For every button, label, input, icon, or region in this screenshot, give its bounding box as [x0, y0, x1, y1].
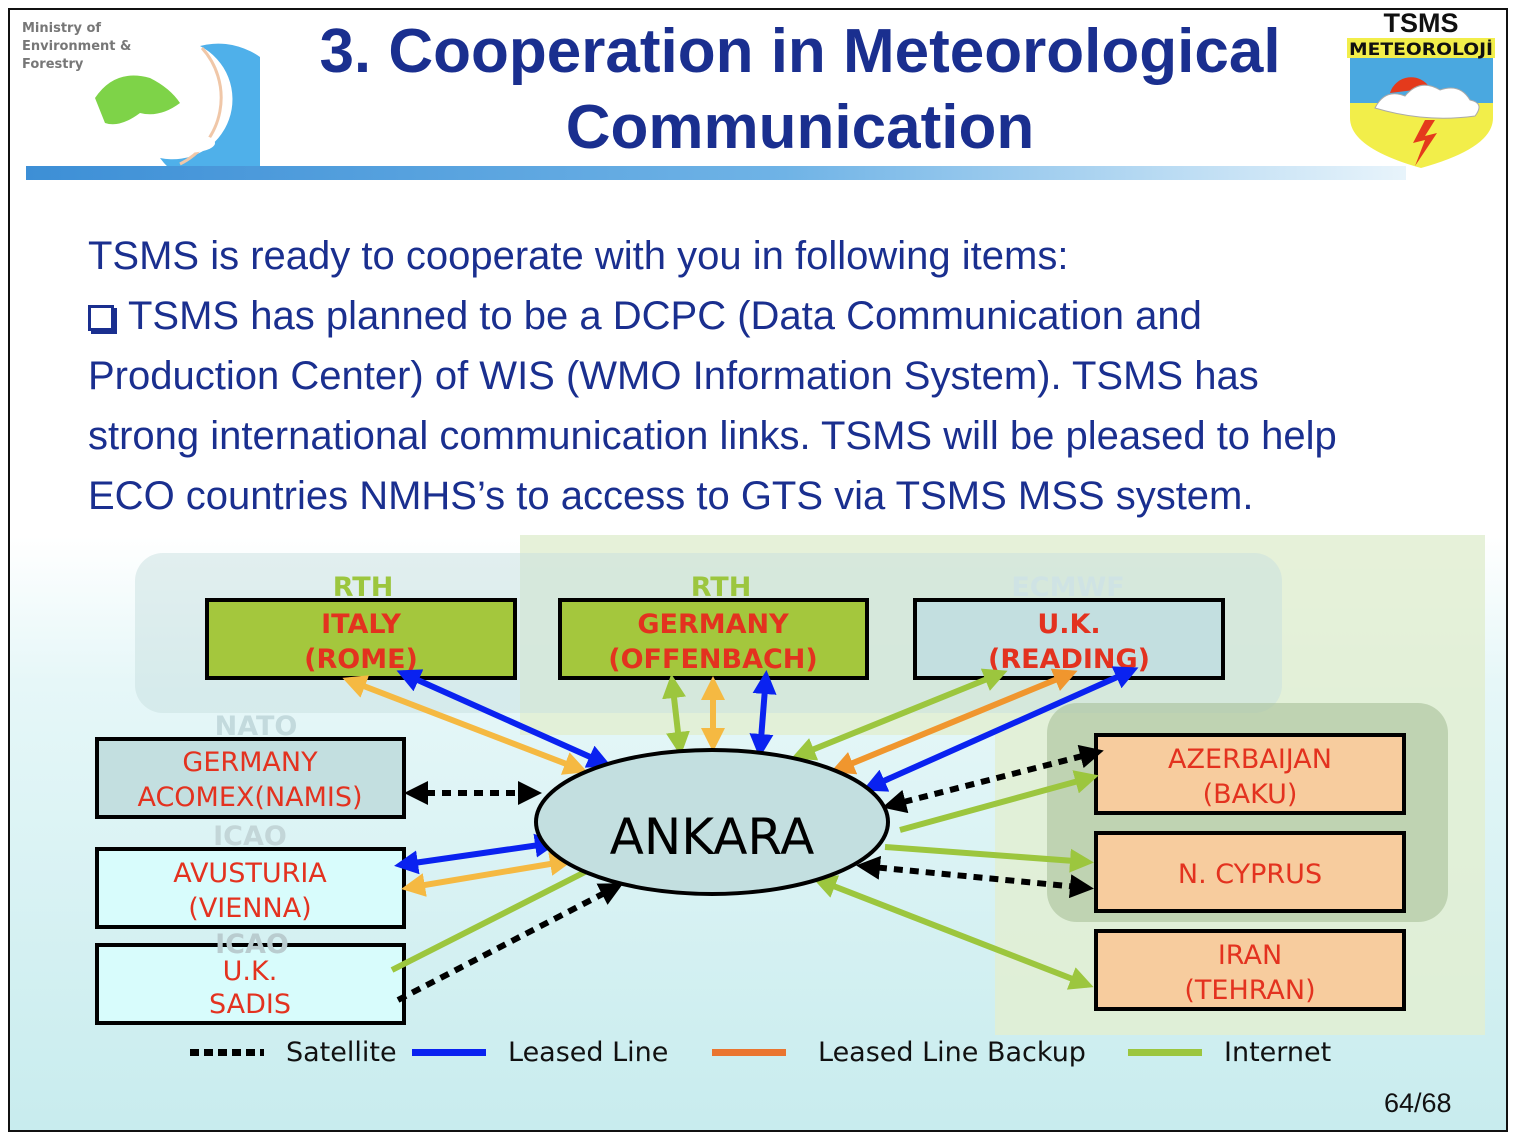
icao-label: ICAO: [215, 929, 289, 960]
bullet-line: strong international communication links…: [88, 414, 1337, 458]
link-germany-leased: [749, 670, 777, 758]
link-azerbaijan-internet: [899, 770, 1099, 833]
satellite-swatch: [190, 1048, 264, 1056]
bullet-item: TSMS has planned to be a DCPC (Data Comm…: [88, 286, 1448, 346]
nato-label: NATO: [215, 711, 298, 742]
page-title: 3. Cooperation in Meteorological Communi…: [260, 14, 1340, 166]
node-label: U.K.: [1037, 609, 1100, 640]
backup-swatch: [712, 1048, 786, 1056]
node-label: IRAN: [1218, 940, 1282, 971]
tsms-logo: TSMS METEOROLOJİ: [1345, 8, 1495, 168]
link-azerbaijan-satellite: [882, 744, 1104, 814]
node-label: ACOMEX(NAMIS): [137, 782, 362, 813]
link-italy-leased: [396, 669, 612, 768]
logo-text-line: Ministry of: [22, 21, 102, 36]
node-label: GERMANY: [637, 609, 789, 640]
icao-label: ICAO: [213, 821, 287, 852]
node-label: GERMANY: [182, 747, 318, 778]
node-azerbaijan: [1094, 733, 1406, 815]
node-uk-sadis: [95, 943, 406, 1025]
node-austria: [95, 847, 406, 929]
title-line-2: Communication: [565, 93, 1035, 162]
logo-text-line: Forestry: [22, 57, 84, 72]
logo-text-line: Environment &: [22, 39, 132, 54]
rth-label: RTH: [691, 572, 752, 603]
page-number: 64/68: [1384, 1088, 1452, 1118]
legend-leased-line: Leased Line: [412, 1032, 668, 1072]
node-ankara: [534, 748, 890, 896]
node-label: (VIENNA): [188, 893, 311, 924]
node-italy: [205, 598, 517, 680]
ankara-label: ANKARA: [610, 808, 815, 866]
legend-internet: Internet: [1128, 1032, 1331, 1072]
legend-label: Internet: [1224, 1036, 1332, 1068]
node-label: N. CYPRUS: [1178, 859, 1322, 890]
legend-leased-line-backup: Leased Line Backup: [712, 1032, 1086, 1072]
node-label: U.K.: [223, 956, 278, 987]
bullet-line: ECO countries NMHS’s to access to GTS vi…: [88, 474, 1254, 518]
node-label: SADIS: [209, 989, 291, 1020]
node-label: (ROME): [304, 644, 418, 675]
rth-label: RTH: [333, 572, 394, 603]
logo-text: METEOROLOJİ: [1349, 38, 1493, 60]
node-label: (BAKU): [1203, 779, 1298, 810]
internet-swatch: [1128, 1048, 1202, 1056]
link-germany-internet: [662, 674, 690, 756]
link-austria-backup: [401, 852, 574, 897]
legend-label: Leased Line: [508, 1036, 669, 1068]
title-underline: [26, 166, 1406, 180]
globe-icon: [95, 43, 291, 188]
legend-label: Leased Line Backup: [818, 1036, 1086, 1068]
link-iran-internet: [812, 875, 1094, 990]
title-line-1: 3. Cooperation in Meteorological: [319, 17, 1281, 86]
node-cyprus: [1094, 831, 1406, 913]
node-germany-offenbach: [558, 598, 869, 680]
node-label: (OFFENBACH): [608, 644, 817, 675]
bullet-line: Production Center) of WIS (WMO Informati…: [88, 354, 1259, 398]
node-label: (TEHRAN): [1184, 975, 1315, 1006]
bullet-line: TSMS has planned to be a DCPC (Data Comm…: [128, 294, 1202, 338]
link-sadis-satellite: [396, 883, 624, 1003]
logo-text: TSMS: [1383, 8, 1458, 38]
link-sadis-internet: [390, 869, 587, 973]
ministry-logo: Ministry of Environment & Forestry: [20, 18, 291, 188]
node-label: AZERBAIJAN: [1168, 744, 1332, 775]
node-iran: [1094, 929, 1406, 1011]
ecmwf-label: ECMWF: [1011, 572, 1124, 603]
checkbox-bullet-icon: [88, 305, 114, 331]
body-text: TSMS is ready to cooperate with you in f…: [88, 226, 1448, 526]
node-label: ITALY: [321, 609, 401, 640]
node-label: AVUSTURIA: [173, 858, 327, 889]
intro-text: TSMS is ready to cooperate with you in f…: [88, 234, 1069, 278]
leased-line-swatch: [412, 1048, 486, 1056]
link-austria-leased: [394, 833, 559, 875]
legend-satellite: Satellite: [190, 1032, 397, 1072]
node-uk-reading: [913, 598, 1225, 680]
legend-label: Satellite: [286, 1036, 397, 1068]
